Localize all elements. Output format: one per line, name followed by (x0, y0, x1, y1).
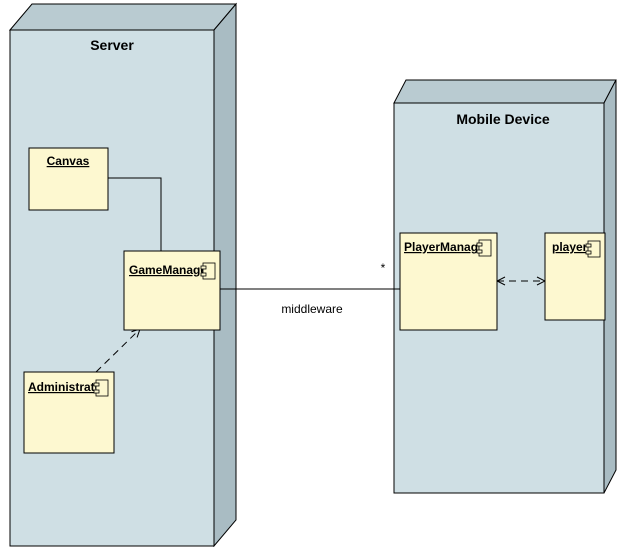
middleware-label: middleware (281, 302, 343, 316)
server-node-top (8, 3, 238, 31)
canvas-box (28, 147, 109, 211)
mobile-node-top (393, 79, 617, 104)
player-box (544, 232, 606, 321)
canvas-gamemanager-link (108, 177, 162, 251)
multiplicity-label: * (381, 261, 386, 275)
administrator-label: Administrator (28, 380, 107, 394)
gamemanager-component[interactable]: GameManager (123, 250, 221, 331)
canvas-component[interactable]: Canvas (28, 147, 109, 211)
component-icon (585, 240, 601, 258)
canvas-label: Canvas (47, 154, 90, 168)
administrator-gamemanager-dependency (95, 329, 140, 373)
player-component[interactable]: player (544, 232, 606, 321)
administrator-component[interactable]: Administrator (23, 371, 115, 454)
mobile-node-title: Mobile Device (456, 111, 550, 127)
component-icon (476, 239, 492, 257)
playermanager-label: PlayerManager (404, 240, 490, 254)
playermanager-component[interactable]: PlayerManager (399, 232, 498, 331)
component-icon (93, 379, 109, 397)
mobile-device-node[interactable]: Mobile Device (393, 79, 617, 494)
component-icon (200, 262, 216, 280)
mobile-node-side (603, 79, 617, 494)
server-node-title: Server (90, 37, 134, 53)
gamemanager-label: GameManager (129, 263, 212, 277)
player-label: player (552, 240, 588, 254)
